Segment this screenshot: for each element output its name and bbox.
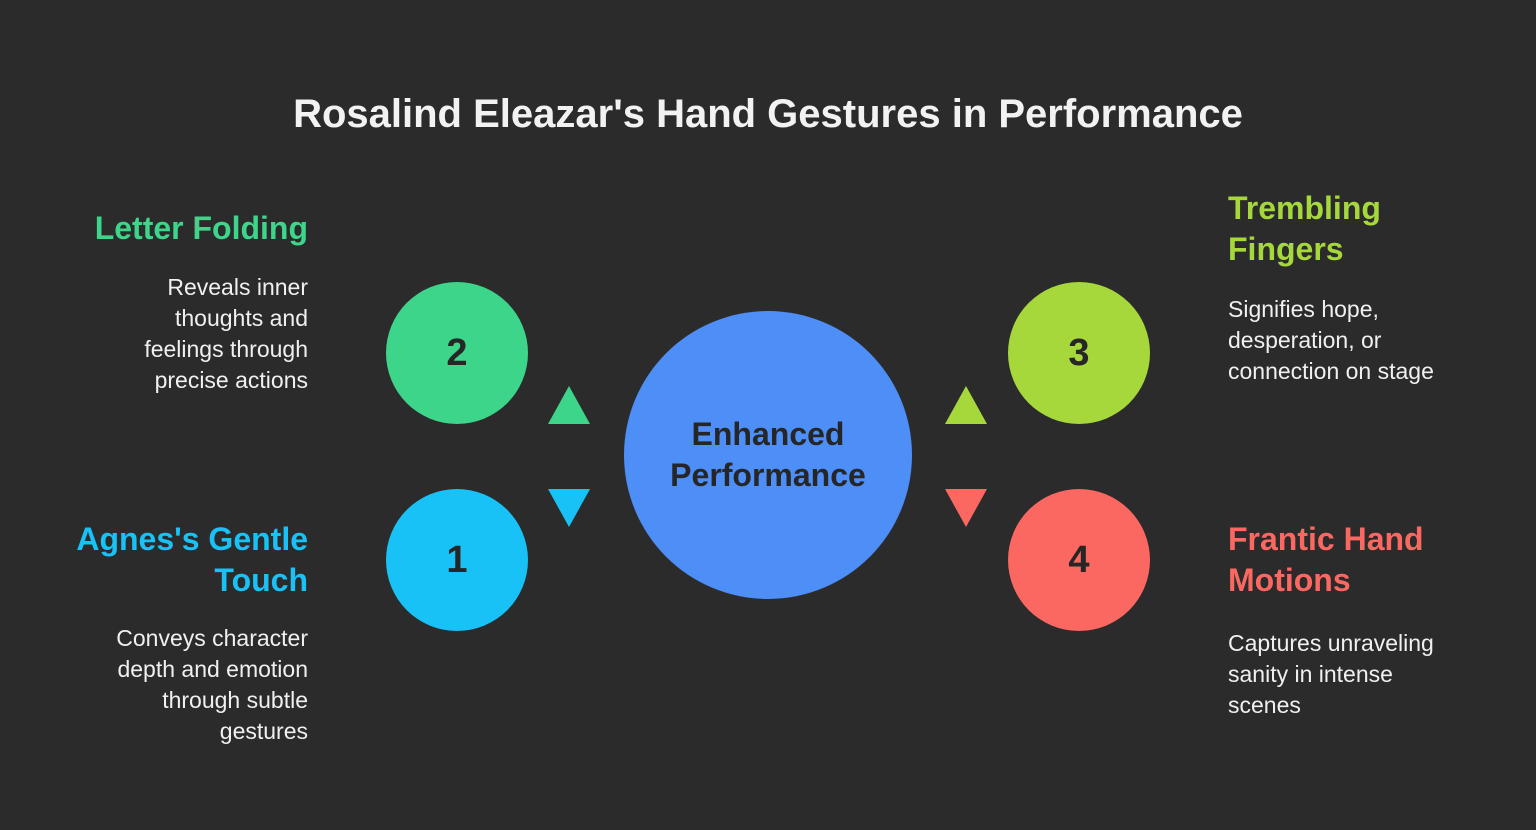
gesture-4-heading: Frantic Hand Motions <box>1228 519 1488 601</box>
center-label-line-2: Performance <box>670 457 866 493</box>
gesture-3-heading-line-2: Fingers <box>1228 231 1344 267</box>
gesture-1-description-line-3: through subtle <box>162 687 308 713</box>
gesture-2-description-line-2: thoughts and <box>174 305 308 331</box>
gesture-4-heading-line-2: Motions <box>1228 562 1351 598</box>
gesture-3-label: Trembling Fingers Signifies hope, desper… <box>1228 188 1488 387</box>
gesture-1-circle: 1 <box>386 489 528 631</box>
gesture-4-description: Captures unraveling sanity in intense sc… <box>1228 628 1488 721</box>
gesture-2-heading: Letter Folding <box>48 208 308 249</box>
gesture-2-description: Reveals inner thoughts and feelings thro… <box>48 272 308 396</box>
gesture-2-description-line-4: precise actions <box>154 367 308 393</box>
gesture-1-arrow-icon <box>548 489 590 527</box>
diagram-title: Rosalind Eleazar's Hand Gestures in Perf… <box>293 92 1243 136</box>
gesture-3-number: 3 <box>1068 331 1090 374</box>
gesture-1-heading-line-2: Touch <box>214 562 308 598</box>
gesture-4-heading-line-1: Frantic Hand <box>1228 521 1424 557</box>
gesture-2-description-line-1: Reveals inner <box>167 274 308 300</box>
gesture-3-description-line-3: connection on stage <box>1228 358 1434 384</box>
center-label: Enhanced Performance <box>670 414 866 496</box>
gesture-1-heading: Agnes's Gentle Touch <box>48 519 308 601</box>
gesture-3-description-line-1: Signifies hope, <box>1228 296 1379 322</box>
gesture-1-heading-line-1: Agnes's Gentle <box>76 521 308 557</box>
gesture-1-description-line-4: gestures <box>219 718 308 744</box>
gesture-4-circle: 4 <box>1008 489 1150 631</box>
gesture-3-description: Signifies hope, desperation, or connecti… <box>1228 294 1488 387</box>
gesture-3-heading-line-1: Trembling <box>1228 190 1381 226</box>
gesture-4-label: Frantic Hand Motions Captures unraveling… <box>1228 519 1488 721</box>
center-label-line-1: Enhanced <box>691 416 845 452</box>
gesture-2-circle: 2 <box>386 282 528 424</box>
gesture-4-description-line-3: scenes <box>1228 692 1301 718</box>
gesture-1-description-line-1: Conveys character <box>116 625 308 651</box>
gesture-2-heading-line-1: Letter Folding <box>94 210 308 246</box>
gesture-2-label: Letter Folding Reveals inner thoughts an… <box>48 208 308 396</box>
gesture-3-circle: 3 <box>1008 282 1150 424</box>
gesture-2-description-line-3: feelings through <box>144 336 308 362</box>
gesture-3-description-line-2: desperation, or <box>1228 327 1382 353</box>
gesture-1-description: Conveys character depth and emotion thro… <box>48 623 308 747</box>
gesture-3-heading: Trembling Fingers <box>1228 188 1488 270</box>
gesture-1-label: Agnes's Gentle Touch Conveys character d… <box>48 519 308 747</box>
gesture-4-description-line-1: Captures unraveling <box>1228 630 1434 656</box>
gesture-3-arrow-icon <box>945 386 987 424</box>
gesture-1-description-line-2: depth and emotion <box>117 656 308 682</box>
gesture-2-number: 2 <box>446 331 468 374</box>
gesture-4-description-line-2: sanity in intense <box>1228 661 1393 687</box>
gesture-4-number: 4 <box>1068 538 1090 581</box>
center-circle: Enhanced Performance <box>624 311 912 599</box>
gesture-4-arrow-icon <box>945 489 987 527</box>
gesture-2-arrow-icon <box>548 386 590 424</box>
gesture-1-number: 1 <box>446 538 468 581</box>
